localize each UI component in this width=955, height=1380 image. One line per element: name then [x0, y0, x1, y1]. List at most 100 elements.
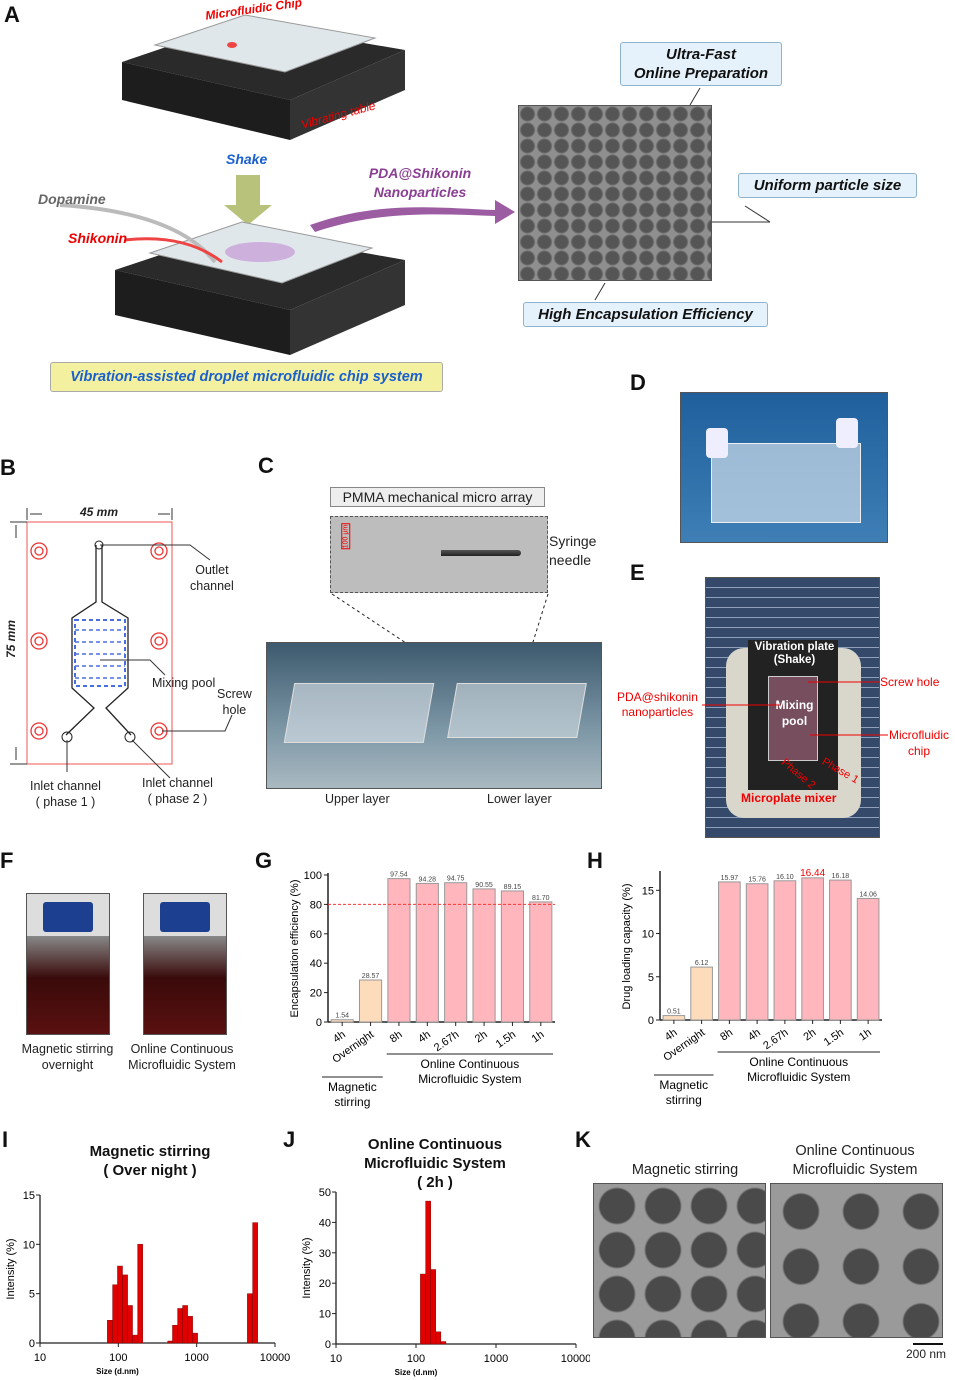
y-tick-label: 20 — [310, 988, 322, 1000]
y-tick-label: 80 — [310, 899, 322, 911]
data-label: 94.28 — [419, 876, 437, 883]
annotation-arrows — [702, 681, 888, 736]
nanoparticles-label: PDA@Shikonin Nanoparticles — [368, 165, 472, 200]
y-tick-label: 100 — [304, 870, 322, 882]
bar — [829, 879, 852, 1021]
group-label: stirring — [666, 1093, 702, 1107]
vial-magnetic-stirring-photo — [26, 893, 110, 1035]
data-label: 16.18 — [832, 873, 850, 880]
scale-bar-100um: 100 μm — [341, 523, 351, 550]
y-tick-label: 40 — [310, 958, 322, 970]
lower-layer-label: Lower layer — [487, 792, 552, 806]
y-tick-label: 5 — [648, 972, 654, 984]
x-tick-label: 1000 — [184, 1352, 208, 1364]
panel-label-i: I — [2, 1127, 9, 1152]
dopamine-label: Dopamine — [38, 191, 106, 207]
histogram-bar — [137, 1244, 143, 1344]
bar — [330, 1019, 354, 1023]
x-axis-label: Size (d.nm) — [96, 1367, 139, 1376]
panel-label-k: K — [575, 1127, 591, 1152]
mixing-pool-label: Mixing pool — [152, 676, 216, 690]
data-label: 0.51 — [667, 1009, 681, 1016]
panel-a-illustration — [59, 14, 771, 355]
y-tick-label: 0 — [325, 1339, 331, 1351]
outlet-channel-label: Outlet channel — [190, 563, 234, 593]
panel-label-j: J — [283, 1127, 296, 1152]
panel-label-h: H — [587, 848, 603, 873]
tem-right-label: Online Continuous Microfluidic System — [792, 1143, 918, 1178]
y-axis-label: Intensity (%) — [5, 1238, 17, 1299]
chip-layers-photo — [266, 642, 602, 789]
bar — [500, 890, 525, 1023]
x-tick-label: 10 — [330, 1353, 342, 1365]
panel-label-f: F — [0, 848, 14, 873]
y-tick-label: 0 — [648, 1015, 654, 1027]
data-label: 81.70 — [532, 895, 550, 902]
x-tick-label: 2.67h — [761, 1027, 790, 1053]
y-tick-label: 30 — [319, 1248, 331, 1260]
y-tick-label: 15 — [23, 1190, 35, 1202]
group-label: stirring — [334, 1095, 370, 1109]
system-label: Vibration-assisted droplet microfluidic … — [50, 362, 443, 392]
bar — [444, 882, 468, 1023]
y-tick-label: 0 — [29, 1338, 35, 1350]
histogram-bar — [247, 1293, 253, 1344]
x-tick-label: 1h — [857, 1027, 874, 1044]
shake-label: Shake — [226, 151, 268, 167]
group-label: Microfluidic System — [418, 1072, 521, 1086]
y-axis-label: Intensity (%) — [301, 1237, 313, 1298]
data-label: 14.06 — [859, 891, 877, 898]
tem-left-label: Magnetic stirring — [631, 1162, 739, 1178]
vial-right-label: Online Continuous Microfluidic System — [128, 1042, 236, 1072]
histogram-bar — [425, 1200, 431, 1345]
x-tick-label: 1000 — [484, 1353, 508, 1365]
callout-uniform-size: Uniform particle size — [738, 173, 917, 198]
bar — [801, 877, 824, 1021]
y-tick-label: 0 — [316, 1017, 322, 1029]
data-label: 89.15 — [504, 884, 522, 891]
vibration-plate-label: Vibration plate (Shake) — [754, 641, 835, 666]
bar — [358, 979, 383, 1023]
x-tick-label: 4h — [663, 1027, 680, 1044]
callout-ultra-fast: Ultra-Fast Online Preparation — [620, 42, 782, 86]
data-label: 16.10 — [776, 874, 794, 881]
histogram-bar — [435, 1331, 442, 1345]
y-tick-label: 40 — [319, 1217, 331, 1229]
screw-hole-label: Screw hole — [217, 687, 252, 717]
tem-magnetic-stirring — [593, 1183, 766, 1338]
x-tick-label: 1h — [530, 1029, 547, 1046]
panel-label-e: E — [630, 560, 645, 585]
scale-bar — [913, 1343, 943, 1345]
panel-label-b: B — [0, 455, 16, 480]
vibrating-table-bottom — [115, 221, 405, 355]
data-label: 6.12 — [695, 960, 709, 967]
x-tick-label: 10000 — [260, 1352, 290, 1364]
bar — [662, 1015, 686, 1021]
x-tick-label: 100 — [109, 1352, 127, 1364]
data-label: 15.97 — [721, 875, 739, 882]
shikonin-tube — [124, 237, 223, 264]
chip-schematic — [10, 508, 233, 779]
group-label: Online Continuous — [421, 1057, 520, 1071]
width-dimension: 45 mm — [80, 505, 119, 519]
data-label: 16.44 — [800, 868, 825, 879]
y-tick-label: 60 — [310, 929, 322, 941]
microfluidic-chip-photo-label: Microfluidic chip — [889, 728, 950, 758]
x-tick-label: 4h — [331, 1029, 348, 1046]
histogram-bar — [182, 1305, 188, 1344]
bar — [718, 881, 741, 1021]
y-tick-label: 10 — [642, 929, 654, 941]
mixing-pool-photo-label: Mixing pool — [775, 698, 814, 728]
screw-hole-photo-label: Screw hole — [880, 675, 940, 689]
chart-i-title: Magnetic stirring ( Over night ) — [89, 1143, 211, 1179]
histogram-bar — [420, 1273, 426, 1345]
x-tick-label: 4h — [416, 1029, 433, 1046]
bar — [856, 897, 880, 1021]
y-tick-label: 15 — [642, 885, 654, 897]
data-label: 97.54 — [390, 872, 408, 879]
x-tick-label: 2.67h — [432, 1029, 461, 1055]
panel-label-a: A — [4, 2, 20, 27]
y-tick-label: 50 — [319, 1187, 331, 1199]
